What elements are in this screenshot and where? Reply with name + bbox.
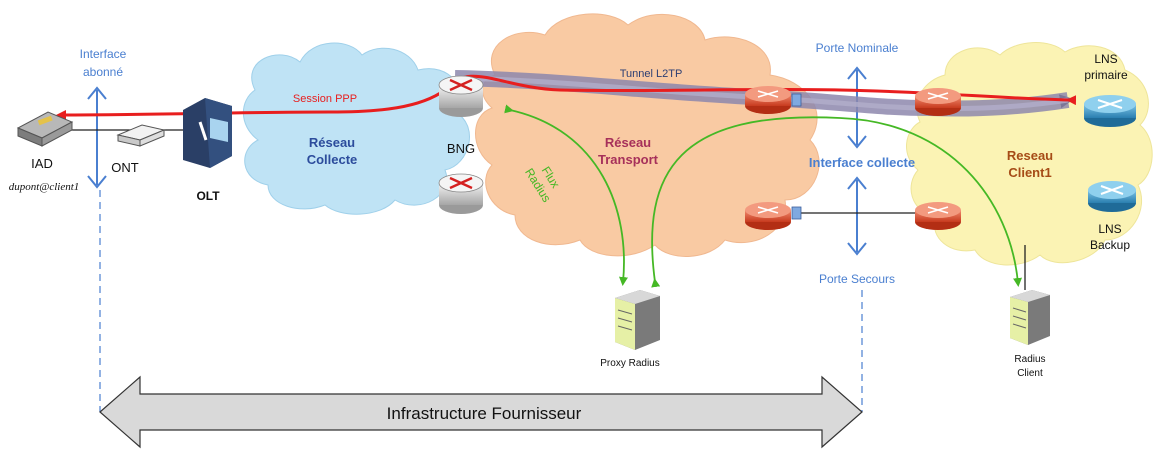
label-interface-abonne: Interface <box>80 47 127 61</box>
label-olt: OLT <box>196 189 220 203</box>
radius-client-server <box>1010 290 1050 345</box>
cloud-reseau-collecte <box>242 42 470 215</box>
label-porte-nominale: Porte Nominale <box>816 41 899 55</box>
label-interface-collecte: Interface collecte <box>809 155 915 170</box>
iad-device <box>16 111 74 147</box>
bng-router <box>438 75 484 117</box>
lns-primaire-router <box>1084 95 1136 127</box>
interface-abonne-arrow <box>87 86 107 189</box>
router-porte-nominale-client <box>915 88 961 116</box>
svg-text:abonné: abonné <box>83 65 123 79</box>
proxy-radius-server <box>615 290 660 350</box>
label-bng: BNG <box>447 141 475 156</box>
lns-backup-router <box>1088 181 1136 212</box>
label-porte-secours: Porte Secours <box>819 272 895 286</box>
label-session-ppp: Session PPP <box>293 93 357 105</box>
label-user: dupont@client1 <box>9 181 80 193</box>
session-ppp <box>56 74 1077 120</box>
label-tunnel-l2tp: Tunnel L2TP <box>620 68 683 80</box>
infrastructure-arrow <box>99 375 863 449</box>
flux-radius-to-proxy <box>504 104 628 286</box>
olt-device <box>183 98 232 168</box>
label-ont: ONT <box>111 160 139 175</box>
ont-device <box>116 124 166 147</box>
porte-secours-arrow <box>847 176 867 256</box>
label-iad: IAD <box>31 156 53 171</box>
router-porte-nominale-transport <box>745 86 802 114</box>
bng-router-2 <box>438 173 484 214</box>
router-porte-secours-client <box>915 202 961 230</box>
label-infrastructure: Infrastructure Fournisseur <box>387 404 582 423</box>
router-porte-secours-transport <box>745 202 802 230</box>
label-proxy-radius: Proxy Radius <box>600 358 659 369</box>
